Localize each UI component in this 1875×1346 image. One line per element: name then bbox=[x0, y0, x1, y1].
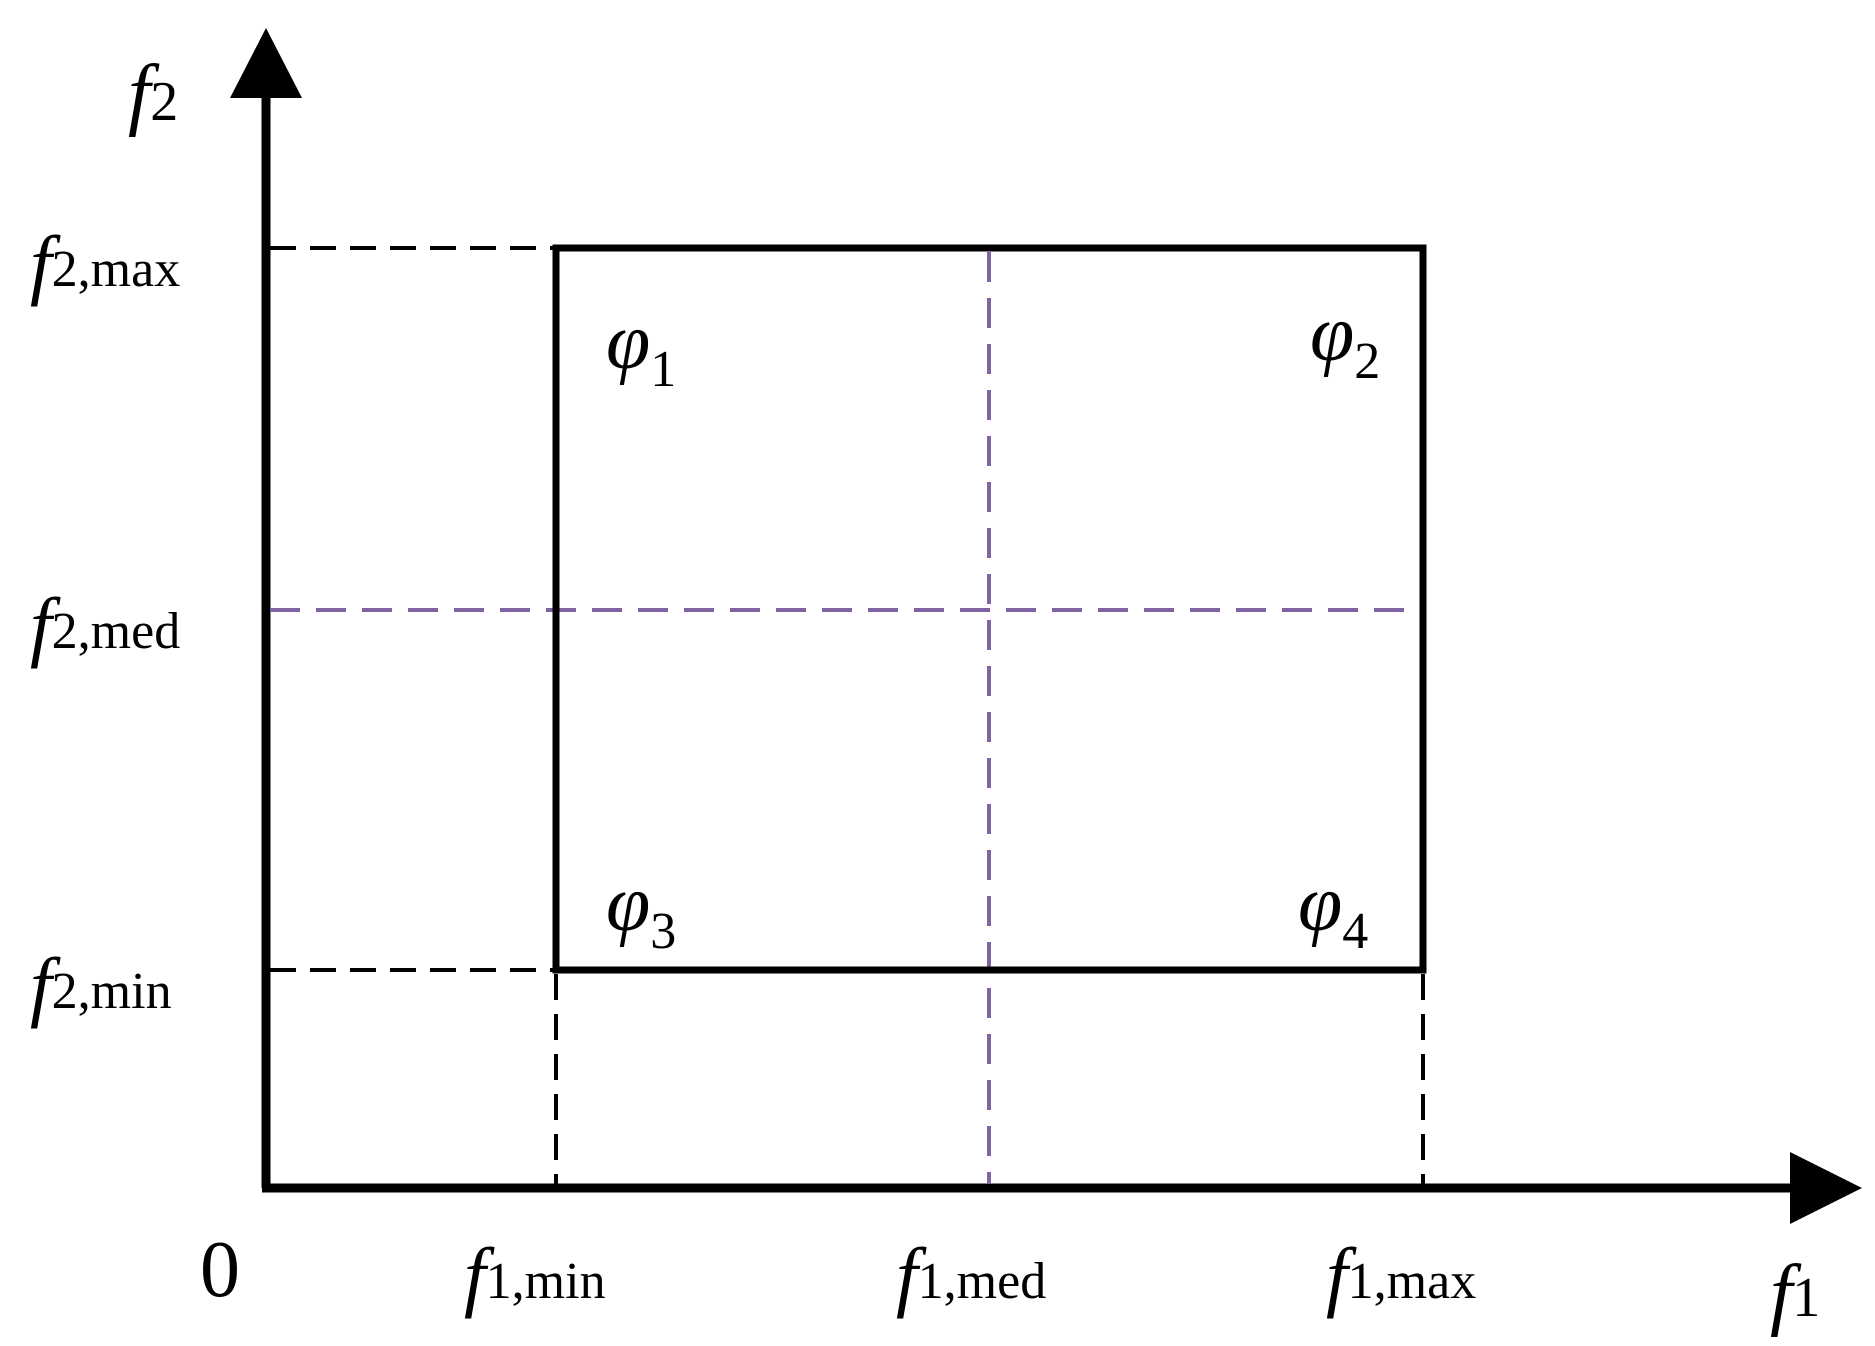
corner-label-phi4: φ4 bbox=[1298, 860, 1368, 960]
x-tick-f1-min: f1,min bbox=[464, 1232, 606, 1319]
origin-label: 0 bbox=[200, 1226, 240, 1314]
corner-label-phi3: φ3 bbox=[606, 860, 676, 960]
x-tick-f1-max: f1,max bbox=[1326, 1232, 1476, 1319]
y-tick-f2-max: f2,max bbox=[30, 220, 180, 307]
x-axis-label: f1 bbox=[1770, 1250, 1820, 1338]
y-axis-label: f2 bbox=[128, 50, 178, 138]
objective-box bbox=[552, 244, 1427, 974]
y-tick-f2-min: f2,min bbox=[30, 942, 172, 1029]
y-tick-f2-med: f2,med bbox=[30, 582, 180, 669]
corner-label-phi1: φ1 bbox=[606, 298, 676, 398]
y-axis-arrowhead bbox=[230, 28, 302, 98]
x-tick-f1-med: f1,med bbox=[896, 1232, 1046, 1319]
x-axis-arrowhead bbox=[1790, 1152, 1862, 1224]
corner-label-phi2: φ2 bbox=[1310, 290, 1380, 390]
